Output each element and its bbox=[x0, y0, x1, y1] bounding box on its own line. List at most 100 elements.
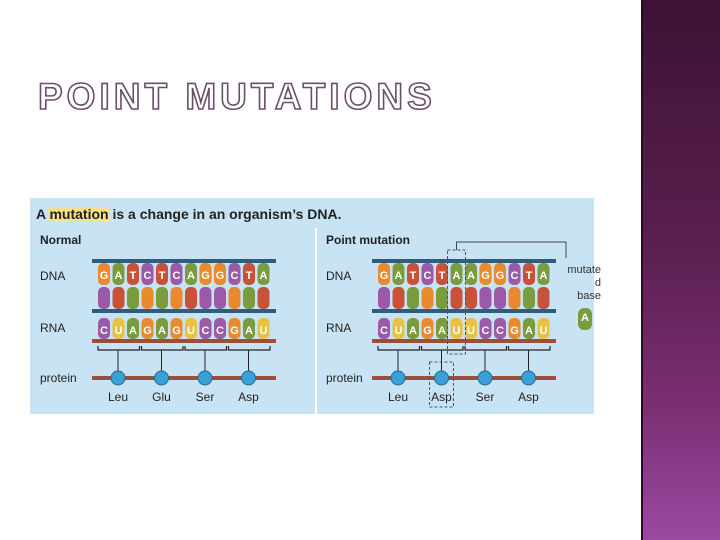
dna-base-letter: G bbox=[201, 270, 210, 282]
rna-base-letter: U bbox=[260, 325, 268, 337]
amino-acid-label: Asp bbox=[238, 390, 259, 404]
mutated-base-chip: A bbox=[578, 308, 592, 330]
dna-base-letter: T bbox=[410, 270, 417, 282]
dna-base-letter: T bbox=[130, 270, 137, 282]
dna-complement-base bbox=[422, 287, 434, 309]
codon-bracket bbox=[378, 346, 420, 350]
dna-complement-base bbox=[171, 287, 183, 309]
dna-backbone bbox=[92, 259, 276, 263]
dna-label: DNA bbox=[40, 269, 65, 283]
dna-base-letter: G bbox=[380, 270, 389, 282]
dna-backbone bbox=[372, 259, 556, 263]
amino-acid-bead bbox=[522, 371, 536, 385]
rna-base-letter: C bbox=[482, 325, 490, 337]
mutation-figure: A mutation is a change in an organism’s … bbox=[30, 198, 594, 414]
amino-acid-bead bbox=[435, 371, 449, 385]
amino-acid-bead bbox=[242, 371, 256, 385]
rna-base-letter: A bbox=[409, 325, 417, 337]
dna-backbone-bottom bbox=[92, 309, 276, 313]
dna-complement-base bbox=[378, 287, 390, 309]
dna-base-letter: A bbox=[260, 270, 268, 282]
mutated-base-label: mutate d base bbox=[553, 264, 601, 303]
rna-base-letter: C bbox=[216, 325, 224, 337]
rna-backbone bbox=[372, 339, 556, 343]
rna-base-letter: A bbox=[245, 325, 253, 337]
heading-keyword: mutation bbox=[49, 206, 108, 222]
dna-complement-base bbox=[538, 287, 550, 309]
amino-acid-bead bbox=[198, 371, 212, 385]
rna-base-letter: G bbox=[510, 325, 519, 337]
dna-complement-base bbox=[127, 287, 139, 309]
dna-complement-base bbox=[480, 287, 492, 309]
amino-acid-bead bbox=[391, 371, 405, 385]
rna-base-letter: U bbox=[395, 325, 403, 337]
codon-bracket bbox=[142, 346, 184, 350]
dna-complement-base bbox=[214, 287, 226, 309]
dna-complement-base bbox=[509, 287, 521, 309]
dna-complement-base bbox=[200, 287, 212, 309]
rna-base-letter: U bbox=[467, 325, 475, 337]
dna-backbone-bottom bbox=[372, 309, 556, 313]
rna-label: RNA bbox=[40, 321, 65, 335]
rna-base-letter: A bbox=[129, 325, 137, 337]
rna-base-letter: U bbox=[453, 325, 461, 337]
dna-base-letter: T bbox=[439, 270, 446, 282]
dna-complement-base bbox=[156, 287, 168, 309]
dna-base-letter: C bbox=[511, 270, 519, 282]
rna-label: RNA bbox=[326, 321, 351, 335]
rna-base-letter: A bbox=[438, 325, 446, 337]
codon-bracket bbox=[185, 346, 227, 350]
dna-complement-base bbox=[229, 287, 241, 309]
dna-complement-base bbox=[142, 287, 154, 309]
dna-complement-base bbox=[185, 287, 197, 309]
mutation-diagram: A mutation is a change in an organism’s … bbox=[30, 198, 594, 414]
heading-prefix: A bbox=[36, 206, 49, 222]
rna-base-letter: G bbox=[423, 325, 432, 337]
rna-base-letter: G bbox=[143, 325, 152, 337]
amino-acid-bead bbox=[111, 371, 125, 385]
dna-base-letter: G bbox=[481, 270, 490, 282]
rna-base-letter: C bbox=[202, 325, 210, 337]
dna-label: DNA bbox=[326, 269, 351, 283]
rna-base-letter: U bbox=[540, 325, 548, 337]
mutation-callout-line bbox=[457, 242, 567, 258]
rna-base-letter: A bbox=[525, 325, 533, 337]
rna-base-letter: G bbox=[230, 325, 239, 337]
dna-base-letter: A bbox=[467, 270, 475, 282]
dna-base-letter: T bbox=[246, 270, 253, 282]
dna-complement-base bbox=[98, 287, 110, 309]
slide-title: POINT MUTATIONS bbox=[38, 76, 436, 118]
dna-base-letter: T bbox=[159, 270, 166, 282]
rna-base-letter: U bbox=[115, 325, 123, 337]
dna-complement-base bbox=[465, 287, 477, 309]
dna-complement-base bbox=[393, 287, 405, 309]
amino-acid-bead bbox=[478, 371, 492, 385]
codon-bracket bbox=[229, 346, 271, 350]
codon-bracket bbox=[98, 346, 140, 350]
dna-base-letter: G bbox=[100, 270, 109, 282]
rna-backbone bbox=[92, 339, 276, 343]
dna-complement-base bbox=[113, 287, 125, 309]
dna-base-letter: T bbox=[526, 270, 533, 282]
dna-complement-base bbox=[243, 287, 255, 309]
amino-acid-label: Asp bbox=[518, 390, 539, 404]
rna-base-letter: C bbox=[496, 325, 504, 337]
protein-label: protein bbox=[40, 371, 77, 385]
dna-base-letter: G bbox=[496, 270, 505, 282]
rna-base-letter: G bbox=[172, 325, 181, 337]
rna-base-letter: U bbox=[187, 325, 195, 337]
dna-base-letter: G bbox=[216, 270, 225, 282]
codon-bracket bbox=[509, 346, 551, 350]
codon-bracket bbox=[422, 346, 464, 350]
rna-base-letter: C bbox=[100, 325, 108, 337]
dna-base-letter: C bbox=[144, 270, 152, 282]
dna-base-letter: A bbox=[540, 270, 548, 282]
dna-base-letter: A bbox=[115, 270, 123, 282]
sidebar-border bbox=[641, 0, 643, 540]
dna-complement-base bbox=[436, 287, 448, 309]
decorative-sidebar bbox=[641, 0, 720, 540]
amino-acid-bead bbox=[155, 371, 169, 385]
amino-acid-label: Leu bbox=[388, 390, 408, 404]
rna-base-letter: A bbox=[158, 325, 166, 337]
dna-complement-base bbox=[407, 287, 419, 309]
